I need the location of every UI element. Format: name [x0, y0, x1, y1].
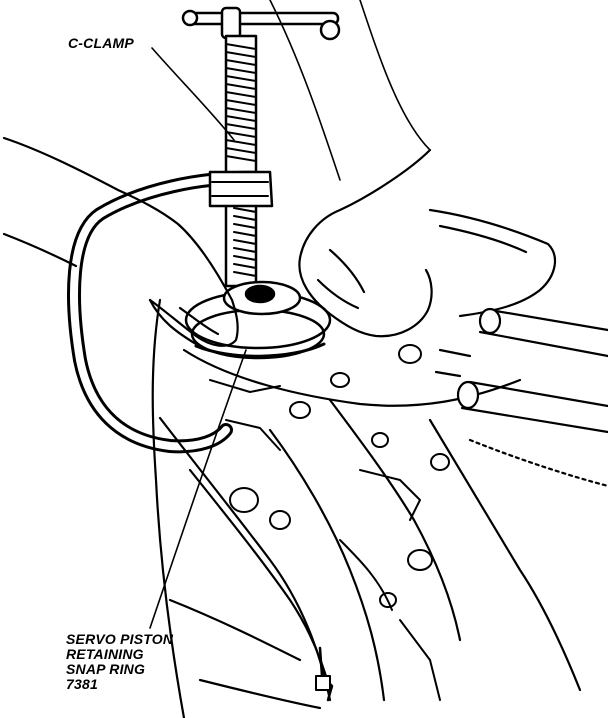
- servo-label-line-2: RETAINING: [66, 646, 144, 662]
- servo-piston-snap-ring-label: SERVO PISTON RETAINING SNAP RING 7381: [66, 632, 173, 692]
- servo-label-line-3: SNAP RING: [66, 661, 146, 677]
- clamp-t-handle: [181, 6, 341, 41]
- servo-label-line-1: SERVO PISTON: [66, 631, 174, 647]
- c-clamp-frame: [67, 170, 274, 454]
- leader-lines: [149, 47, 247, 629]
- servo-label-line-4: 7381: [66, 676, 98, 692]
- transmission-case: [151, 208, 608, 718]
- screw-threads: [225, 43, 257, 277]
- case-details: [209, 344, 450, 702]
- c-clamp-label: C-CLAMP: [68, 35, 134, 51]
- right-hand: [269, 0, 433, 338]
- valve-body-cylinders: [434, 307, 608, 434]
- left-hand: [2, 136, 239, 347]
